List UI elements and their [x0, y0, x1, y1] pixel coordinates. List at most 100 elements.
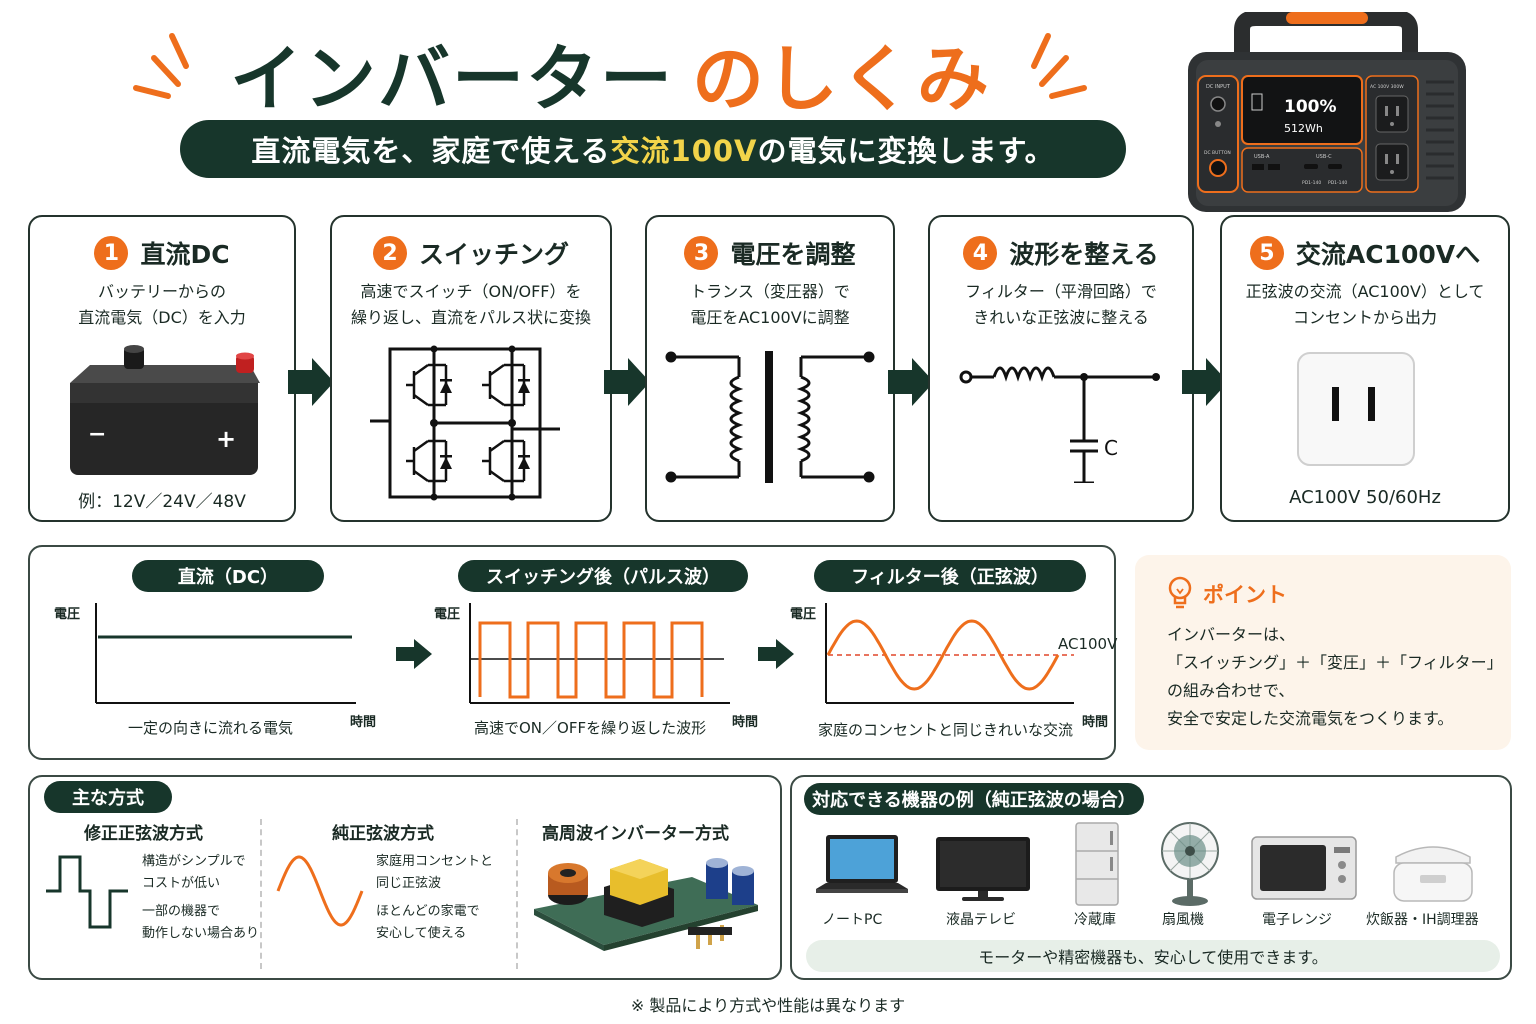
wave-title-pulse: スイッチング後（パルス波）	[458, 560, 748, 592]
methods-label: 主な方式	[44, 781, 172, 813]
method-title-pure-sine: 純正弦波方式	[332, 824, 434, 844]
step-card-dc: 1 直流DC バッテリーからの 直流電気（DC）を入力 − + 例：12V／24…	[28, 215, 296, 522]
wave-caption-dc: 一定の向きに流れる電気	[128, 719, 294, 737]
device-label: 液晶テレビ	[946, 912, 1016, 928]
subtitle-post: の電気に変換します。	[757, 134, 1055, 168]
title-accent: のしくみ	[692, 37, 991, 121]
step-description: バッテリーからの 直流電気（DC）を入力	[38, 279, 286, 331]
step-desc-line: 高速でスイッチ（ON/OFF）を	[360, 282, 582, 301]
step-number: 3	[684, 236, 719, 270]
axis-label-time: 時間	[1082, 715, 1109, 730]
device-battery-percent: 100%	[1284, 97, 1337, 117]
device-label-usb-a: USB-A	[1254, 154, 1270, 160]
device-capacity: 512Wh	[1284, 122, 1323, 135]
device-label: ノートPC	[822, 912, 883, 928]
step-description: トランス（変圧器）で 電圧をAC100Vに調整	[655, 279, 885, 331]
step-title: 直流DC	[140, 240, 230, 269]
wave-caption-pulse: 高速でON／OFFを繰り返した波形	[474, 719, 707, 737]
battery-plus: +	[216, 425, 236, 453]
electric-fan-icon	[1161, 822, 1219, 906]
step-desc-line: トランス（変圧器）で	[690, 282, 850, 301]
device-label: 扇風機	[1162, 912, 1204, 928]
divider	[260, 819, 262, 969]
outlet-icon	[1297, 352, 1415, 466]
method-note-line: ほとんどの家電で	[376, 904, 480, 919]
circuit-board-illustration	[534, 858, 758, 951]
devices-note: モーターや精密機器も、安心して使用できます。	[806, 940, 1500, 972]
wave-title-sine: フィルター後（正弦波）	[814, 560, 1086, 592]
axis-label-voltage: 電圧	[434, 607, 461, 622]
step-number: 1	[94, 236, 129, 270]
step-desc-line: きれいな正弦波に整える	[973, 308, 1149, 327]
step-card-filter: 4 波形を整える フィルター（平滑回路）で きれいな正弦波に整える C	[928, 215, 1194, 522]
device-label-usb-c: USB-C	[1316, 154, 1332, 160]
laptop-icon	[816, 835, 908, 893]
device-label-dc-button: DC BUTTON	[1204, 150, 1231, 156]
method-note: ほとんどの家電で 安心して使える	[376, 901, 480, 945]
pulse-waveform-graph	[469, 603, 730, 704]
waveform-panel: 直流（DC） 電圧 時間 一定の向きに流れる電気 スイッチング後（パルス波） 電…	[28, 545, 1118, 760]
step-description: 正弦波の交流（AC100V）として コンセントから出力	[1230, 279, 1500, 331]
device-label-dc-input: DC INPUT	[1206, 84, 1231, 90]
method-note-line: コストが低い	[142, 876, 221, 891]
step-desc-line: バッテリーからの	[97, 282, 226, 301]
wave-title-dc: 直流（DC）	[132, 560, 324, 592]
step-description: フィルター（平滑回路）で きれいな正弦波に整える	[938, 279, 1184, 331]
axis-label-voltage: 電圧	[54, 607, 81, 622]
arrow-right-icon	[888, 358, 934, 406]
step-number: 4	[963, 236, 998, 270]
microwave-icon	[1251, 836, 1357, 900]
arrow-right-icon	[1182, 358, 1228, 406]
axis-label-time: 時間	[732, 715, 759, 730]
step-title: スイッチング	[418, 240, 569, 269]
device-label: 電子レンジ	[1262, 912, 1332, 928]
arrow-right-icon	[604, 358, 650, 406]
page-title: インバーターのしくみ	[230, 20, 991, 125]
step-card-ac-output: 5 交流AC100Vへ 正弦波の交流（AC100V）として コンセントから出力 …	[1220, 215, 1510, 522]
step-card-transformer: 3 電圧を調整 トランス（変圧器）で 電圧をAC100Vに調整	[645, 215, 895, 522]
output-spec: AC100V 50/60Hz	[1289, 487, 1441, 508]
device-label: 炊飯器・IH調理器	[1366, 912, 1479, 928]
power-station-illustration: DC INPUT DC BUTTON 100% 512Wh USB-A USB-…	[1188, 12, 1466, 212]
step-title: 交流AC100Vへ	[1295, 240, 1481, 269]
methods-panel: 主な方式 修正正弦波方式 構造がシンプルで コストが低い 一部の機器で 動作しな…	[28, 775, 782, 980]
axis-label-time: 時間	[350, 715, 377, 730]
point-line: 安全で安定した交流電気をつくります。	[1167, 709, 1454, 728]
divider	[516, 819, 518, 969]
device-label-pd1: PD1-140	[1302, 180, 1321, 186]
step-title: 電圧を調整	[730, 240, 856, 269]
battery-minus: −	[88, 422, 106, 447]
method-note-line: 同じ正弦波	[376, 876, 442, 891]
method-note: 家庭用コンセントと 同じ正弦波	[376, 851, 493, 895]
step-title: 波形を整える	[1009, 240, 1159, 269]
ac100v-level-label: AC100V	[1058, 635, 1118, 653]
battery-icon: − +	[70, 345, 260, 475]
burst-lines-decoration	[133, 33, 1087, 99]
sine-waveform-graph	[825, 603, 1074, 704]
step-desc-line: 繰り返し、直流をパルス状に変換	[350, 308, 591, 327]
point-title: ポイント	[1203, 583, 1287, 607]
title-area: インバーターのしくみ	[120, 14, 1100, 121]
axis-label-voltage: 電圧	[790, 607, 817, 622]
method-title-high-frequency: 高周波インバーター方式	[542, 824, 729, 844]
point-line: 「スイッチング」＋「変圧」＋「フィルター」	[1167, 653, 1503, 672]
step-desc-line: フィルター（平滑回路）で	[965, 282, 1157, 301]
devices-label: 対応できる機器の例（純正弦波の場合）	[804, 783, 1144, 815]
step-description: 高速でスイッチ（ON/OFF）を 繰り返し、直流をパルス状に変換	[340, 279, 602, 331]
h-bridge-circuit-diagram	[370, 345, 560, 501]
step-number: 5	[1249, 236, 1284, 270]
step-example-voltage: 例：12V／24V／48V	[78, 492, 246, 512]
pure-sine-wave-icon	[276, 855, 364, 927]
method-note-line: 安心して使える	[376, 926, 467, 941]
arrow-right-icon	[396, 639, 432, 669]
tv-icon	[936, 837, 1030, 901]
wave-caption-sine: 家庭のコンセントと同じきれいな交流	[818, 721, 1074, 739]
lc-filter-circuit-diagram: C	[959, 366, 1160, 483]
point-line: インバーターは、	[1167, 625, 1296, 644]
device-label: 冷蔵庫	[1074, 912, 1116, 928]
method-note-line: 構造がシンプルで	[142, 854, 246, 869]
arrow-right-icon	[758, 639, 794, 669]
step-desc-line: 電圧をAC100Vに調整	[690, 308, 850, 327]
devices-panel: 対応できる機器の例（純正弦波の場合） ノートPC 液晶テレビ 冷蔵庫 扇風機	[790, 775, 1512, 980]
